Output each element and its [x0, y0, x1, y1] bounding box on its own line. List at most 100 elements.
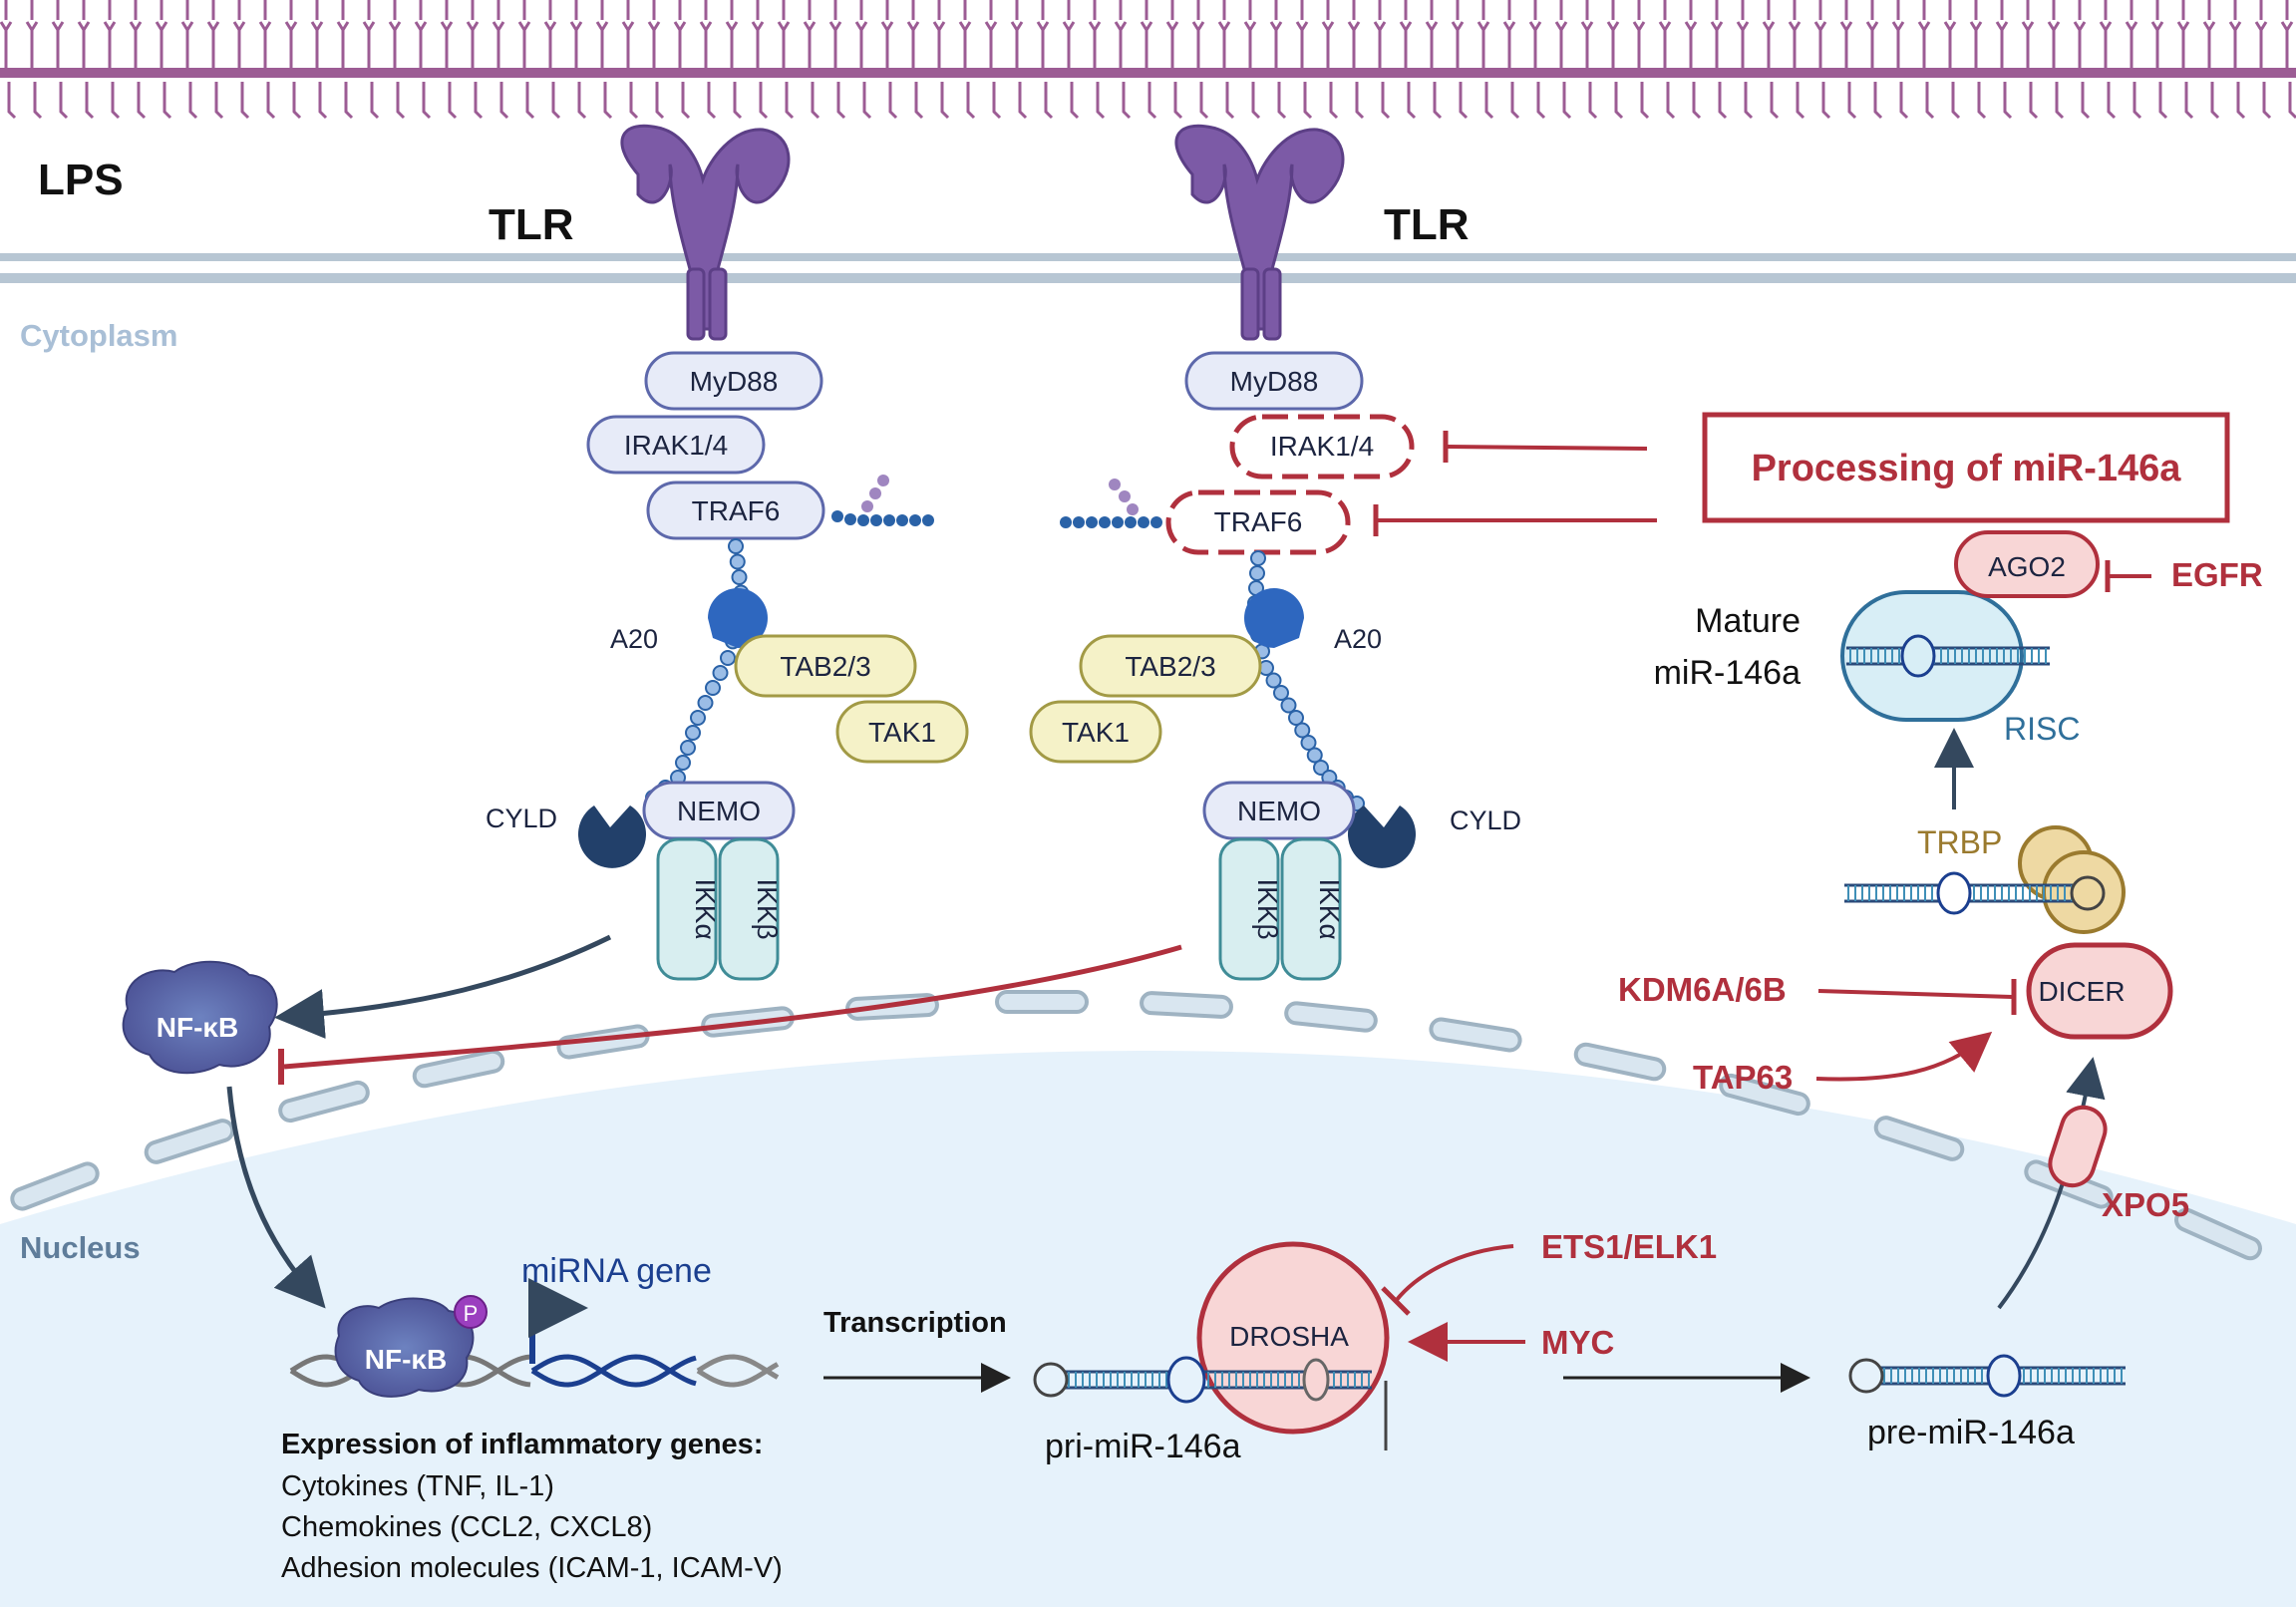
lipid-tail [266, 82, 276, 120]
lps-molecule [699, 0, 713, 68]
lps-molecule [1062, 0, 1076, 68]
lps-molecule [284, 0, 298, 68]
lps-molecule [1710, 0, 1724, 68]
lipid-tail [2003, 82, 2013, 120]
lps-molecule [673, 0, 687, 68]
nfkb-translocation-arrow [226, 1086, 326, 1309]
lipid-tail [862, 82, 872, 120]
lipid-tail [1744, 82, 1754, 120]
lps-molecule [906, 0, 920, 68]
lipid-tail [33, 82, 43, 120]
lipid-tail [2055, 82, 2065, 120]
lps-molecule [492, 0, 505, 68]
lps-molecule [2099, 0, 2113, 68]
svg-text:IKKβ: IKKβ [1252, 878, 1283, 939]
lps-molecule [388, 0, 402, 68]
lipid-tail [1510, 82, 1520, 120]
lipid-tail [1355, 82, 1365, 120]
ago2: AGO2 [1954, 530, 2100, 598]
lipid-tail [707, 82, 717, 120]
lipid-tail [1847, 82, 1857, 120]
ubiquitin-bead [1249, 565, 1265, 581]
mature-mir-label-2: miR-146a [1654, 654, 1801, 692]
lipid-tail [1925, 82, 1935, 120]
a20-left: A20 [610, 588, 768, 654]
lipid-tail [2288, 82, 2296, 120]
drosha: DROSHA [1196, 1241, 1390, 1435]
bulge [1986, 1354, 2022, 1398]
lipid-tail [1977, 82, 1987, 120]
lps-molecule [1917, 0, 1931, 68]
transcription-label: Transcription [823, 1307, 1007, 1339]
lipid-tail [1536, 82, 1546, 120]
lipid-tail [2184, 82, 2194, 120]
lps-molecule [647, 0, 661, 68]
pri-mir-label: pri-miR-146a [1045, 1428, 1241, 1465]
ubiquitin-bead [1265, 672, 1282, 689]
lps-molecule [1373, 0, 1387, 68]
nucleus-region [0, 1051, 2296, 1607]
lps-molecule [1476, 0, 1490, 68]
svg-text:P: P [464, 1301, 479, 1326]
ubiquitin-bead [705, 680, 721, 696]
tlr-right-label: TLR [1384, 200, 1470, 249]
lps-molecule [569, 0, 583, 68]
svg-text:DICER: DICER [2038, 976, 2125, 1007]
tap63-activation [1815, 1031, 1993, 1082]
lps-molecule [1943, 0, 1957, 68]
svg-text:NEMO: NEMO [677, 796, 761, 826]
svg-text:CYLD: CYLD [1450, 805, 1521, 835]
mature-mirna-duplex [1846, 634, 2050, 678]
lps-molecule [1813, 0, 1827, 68]
myd88-right: MyD88 [1184, 351, 1364, 411]
svg-text:NEMO: NEMO [1237, 796, 1321, 826]
lipid-tail [7, 82, 17, 120]
lipid-tail [525, 82, 535, 120]
lipid-tail [1044, 82, 1054, 120]
lipid-tail [1588, 82, 1598, 120]
lipid-tail [1407, 82, 1417, 120]
lps-molecule [1606, 0, 1620, 68]
lps-molecule [1995, 0, 2009, 68]
svg-text:TRBP: TRBP [1917, 824, 2002, 860]
ubiquitin-bead [712, 665, 729, 681]
lps-molecule [1295, 0, 1309, 68]
svg-text:TRAF6: TRAF6 [1214, 506, 1303, 537]
lipid-tail [111, 82, 121, 120]
lipid-tail [1277, 82, 1287, 120]
ubiquitin-bead [680, 740, 696, 756]
lps-molecule [1243, 0, 1257, 68]
tak1-left: TAK1 [835, 700, 969, 764]
bulge [1936, 871, 1972, 915]
lipid-tail [163, 82, 172, 120]
lps-molecule [1580, 0, 1594, 68]
lipid-tail [292, 82, 302, 120]
lipid-tail [811, 82, 820, 120]
lps-molecule [466, 0, 480, 68]
lps-molecule [232, 0, 246, 68]
lipid-tail [1070, 82, 1080, 120]
pre-mir-label: pre-miR-146a [1867, 1414, 2075, 1451]
pri-mir-hairpin [1033, 1356, 1372, 1404]
lps-molecule [129, 0, 143, 68]
lipid-tail [1459, 82, 1469, 120]
lipid-tail [188, 82, 198, 120]
lps-molecule [1762, 0, 1776, 68]
lipid-tail [1433, 82, 1443, 120]
svg-text:A20: A20 [610, 624, 658, 654]
cytoplasm-label: Cytoplasm [20, 318, 177, 353]
lps-molecule [414, 0, 428, 68]
lps-molecule [2254, 0, 2268, 68]
lps-molecule [2228, 0, 2242, 68]
ets1-inhibition-bar [1381, 1286, 1411, 1316]
lipid-tail [85, 82, 95, 120]
bulge [1900, 634, 1936, 678]
svg-text:NF-κB: NF-κB [157, 1012, 238, 1043]
svg-text:MyD88: MyD88 [690, 366, 779, 397]
svg-text:MyD88: MyD88 [1230, 366, 1319, 397]
lipid-tail [2029, 82, 2039, 120]
svg-text:Processing of miR-146a: Processing of miR-146a [1752, 448, 2182, 489]
ubiquitin-bead [1288, 710, 1304, 726]
ubiquitin-bead [1306, 747, 1323, 764]
dna-strand [530, 1354, 697, 1388]
